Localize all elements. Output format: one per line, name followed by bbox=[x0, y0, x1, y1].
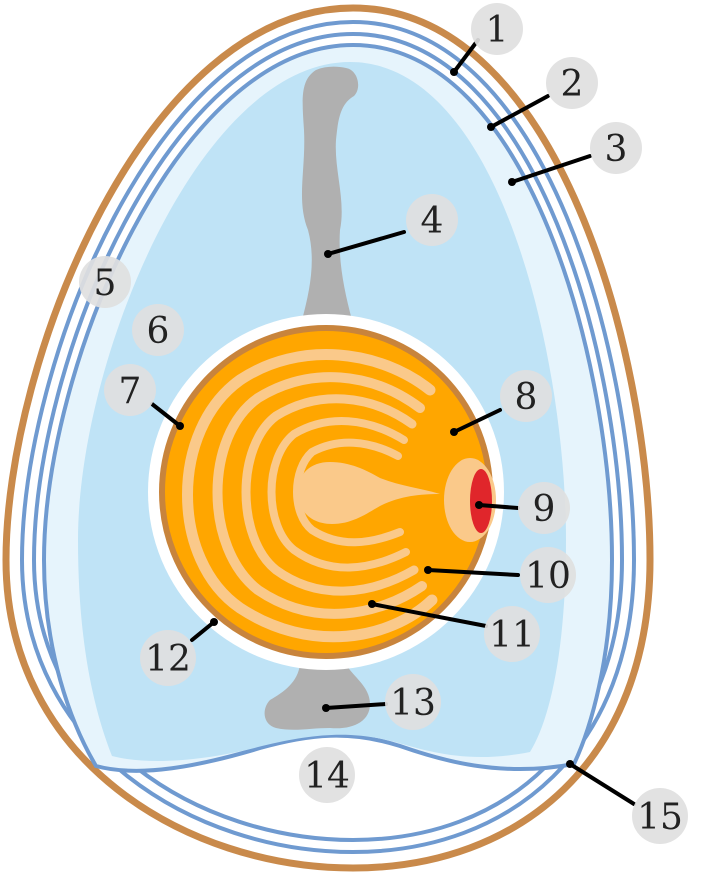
svg-text:3: 3 bbox=[605, 129, 628, 170]
germinal-disc bbox=[470, 469, 492, 533]
svg-text:5: 5 bbox=[94, 263, 117, 304]
svg-text:9: 9 bbox=[533, 489, 556, 530]
svg-text:11: 11 bbox=[489, 615, 535, 656]
label-10: 10 bbox=[520, 547, 576, 603]
label-8: 8 bbox=[500, 370, 552, 422]
svg-text:1: 1 bbox=[486, 10, 509, 51]
svg-text:15: 15 bbox=[637, 797, 683, 838]
outer-shell-membrane bbox=[19, 19, 637, 855]
yolk-rings bbox=[182, 349, 438, 643]
label-12: 12 bbox=[140, 630, 196, 686]
label-4: 4 bbox=[406, 194, 458, 246]
svg-text:10: 10 bbox=[525, 556, 571, 597]
label-2: 2 bbox=[546, 57, 598, 109]
leader-lines bbox=[150, 38, 636, 806]
svg-text:4: 4 bbox=[421, 201, 444, 242]
svg-text:6: 6 bbox=[147, 311, 170, 352]
svg-text:12: 12 bbox=[145, 639, 191, 680]
latebra bbox=[298, 462, 440, 524]
label-1: 1 bbox=[471, 3, 523, 55]
label-7: 7 bbox=[104, 364, 156, 416]
label-6: 6 bbox=[132, 304, 184, 356]
chalaza-bottom bbox=[264, 664, 370, 730]
svg-text:2: 2 bbox=[561, 64, 584, 105]
label-15: 15 bbox=[632, 788, 688, 844]
label-14: 14 bbox=[299, 747, 355, 803]
label-11: 11 bbox=[484, 606, 540, 662]
chalaza-top bbox=[301, 66, 359, 320]
leader-dots bbox=[176, 68, 574, 768]
svg-text:14: 14 bbox=[304, 756, 350, 797]
svg-text:7: 7 bbox=[119, 371, 142, 412]
label-9: 9 bbox=[518, 482, 570, 534]
label-13: 13 bbox=[385, 674, 441, 730]
svg-text:8: 8 bbox=[515, 377, 538, 418]
svg-text:13: 13 bbox=[390, 683, 436, 724]
label-5: 5 bbox=[79, 256, 131, 308]
label-3: 3 bbox=[590, 122, 642, 174]
